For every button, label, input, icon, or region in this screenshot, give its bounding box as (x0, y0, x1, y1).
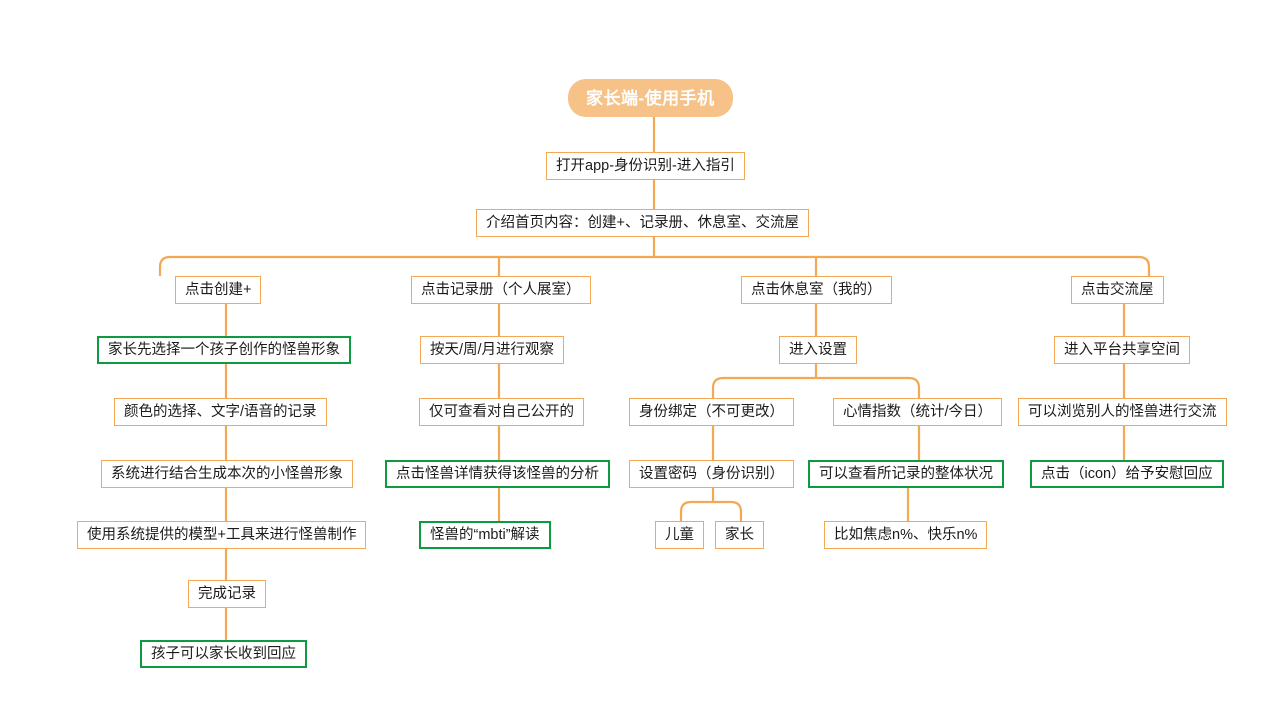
node-click-icon-comfort-response[interactable]: 点击（icon）给予安慰回应 (1030, 460, 1224, 488)
node-role-child[interactable]: 儿童 (655, 521, 704, 549)
node-identity-binding[interactable]: 身份绑定（不可更改） (629, 398, 794, 426)
root-node-parent-mobile[interactable]: 家长端-使用手机 (568, 79, 733, 117)
node-finish-record[interactable]: 完成记录 (188, 580, 266, 608)
node-view-overall-status[interactable]: 可以查看所记录的整体状况 (808, 460, 1004, 488)
node-click-create[interactable]: 点击创建+ (175, 276, 262, 304)
node-enter-settings[interactable]: 进入设置 (779, 336, 857, 364)
node-enter-platform-shared-space[interactable]: 进入平台共享空间 (1054, 336, 1190, 364)
node-intro-homepage[interactable]: 介绍首页内容：创建+、记录册、休息室、交流屋 (476, 209, 809, 237)
node-click-record-book[interactable]: 点击记录册（个人展室） (411, 276, 591, 304)
node-parent-select-monster-image[interactable]: 家长先选择一个孩子创作的怪兽形象 (97, 336, 351, 364)
node-set-password[interactable]: 设置密码（身份识别） (629, 460, 794, 488)
node-click-rest-room[interactable]: 点击休息室（我的） (741, 276, 892, 304)
node-only-view-self-public[interactable]: 仅可查看对自己公开的 (419, 398, 584, 426)
node-child-parent-receive-response[interactable]: 孩子可以家长收到回应 (140, 640, 307, 668)
node-mood-index[interactable]: 心情指数（统计/今日） (833, 398, 1003, 426)
node-role-parent[interactable]: 家长 (715, 521, 764, 549)
node-system-generate-monster[interactable]: 系统进行结合生成本次的小怪兽形象 (101, 460, 353, 488)
node-browse-others-monsters[interactable]: 可以浏览别人的怪兽进行交流 (1018, 398, 1227, 426)
node-click-monster-detail-analysis[interactable]: 点击怪兽详情获得该怪兽的分析 (385, 460, 610, 488)
node-color-text-voice-record[interactable]: 颜色的选择、文字/语音的记录 (114, 398, 327, 426)
node-observe-by-day-week-month[interactable]: 按天/周/月进行观察 (420, 336, 565, 364)
node-click-chat-house[interactable]: 点击交流屋 (1071, 276, 1164, 304)
node-use-system-model-tools[interactable]: 使用系统提供的模型+工具来进行怪兽制作 (77, 521, 367, 549)
node-anxiety-happy-percent[interactable]: 比如焦虑n%、快乐n% (824, 521, 988, 549)
node-open-app[interactable]: 打开app-身份识别-进入指引 (546, 152, 745, 180)
node-monster-mbti-reading[interactable]: 怪兽的“mbti”解读 (419, 521, 551, 549)
